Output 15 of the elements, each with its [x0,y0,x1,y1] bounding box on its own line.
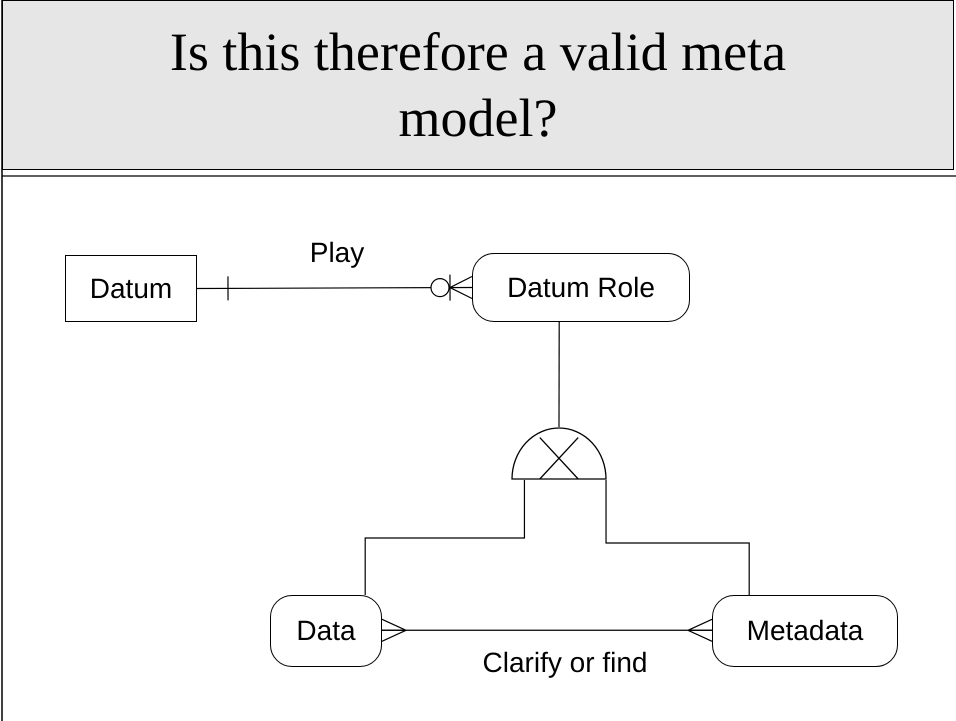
relationship-line [364,480,526,595]
entity-box [65,255,197,322]
entity-box [472,253,690,322]
entity-name: Datum Role [507,272,655,304]
relationship-line [381,618,713,642]
title: Is this therefore a valid meta model? [168,21,788,150]
entity-name: Datum [90,272,172,304]
subtype-symbol [511,427,607,480]
relationship-line [558,322,560,427]
entity-box [270,595,382,667]
relationship-line [605,480,750,595]
entity-name: Metadata [746,615,864,647]
entity-box [712,595,898,667]
relationship-line [197,274,473,302]
entity-name: Data [296,615,356,647]
